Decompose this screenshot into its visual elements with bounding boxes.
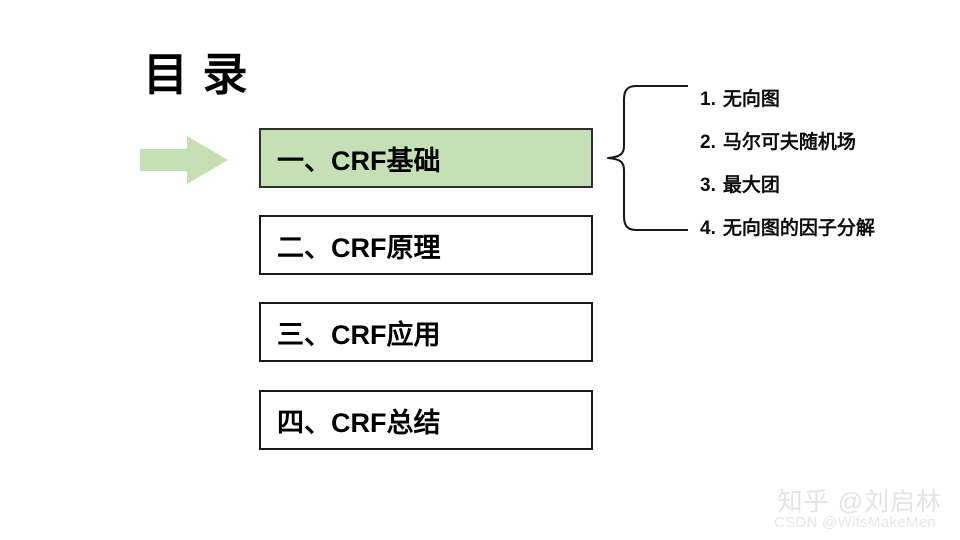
agenda-item-label: 二、CRF原理 xyxy=(277,232,441,263)
agenda-item-label: 四、CRF总结 xyxy=(277,407,441,438)
list-item-number: 1. xyxy=(700,89,716,110)
right-arrow-icon xyxy=(140,136,228,184)
list-item-label: 马尔可夫随机场 xyxy=(722,132,856,153)
list-item-label: 无向图的因子分解 xyxy=(722,218,875,239)
agenda-item-label: 三、CRF应用 xyxy=(277,319,441,350)
agenda-item-crf-principles[interactable]: 二、CRF原理 xyxy=(259,215,593,275)
list-item-number: 3. xyxy=(700,175,716,196)
list-item-number: 2. xyxy=(700,132,716,153)
curly-brace-icon xyxy=(606,84,690,232)
list-item[interactable]: 3. 最大团 xyxy=(700,164,950,207)
agenda-item-crf-basics[interactable]: 一、CRF基础 xyxy=(259,128,593,188)
page-title: 目 录 xyxy=(143,49,249,100)
list-item[interactable]: 4. 无向图的因子分解 xyxy=(700,207,950,250)
agenda-item-crf-applications[interactable]: 三、CRF应用 xyxy=(259,302,593,362)
list-item[interactable]: 1. 无向图 xyxy=(700,78,950,121)
agenda-item-crf-summary[interactable]: 四、CRF总结 xyxy=(259,390,593,450)
watermark-zhihu: 知乎 @刘启林 xyxy=(777,488,942,516)
list-item-label: 最大团 xyxy=(722,175,780,196)
agenda-item-label: 一、CRF基础 xyxy=(277,145,441,176)
list-item-number: 4. xyxy=(700,218,716,239)
list-item[interactable]: 2. 马尔可夫随机场 xyxy=(700,121,950,164)
list-item-label: 无向图 xyxy=(722,89,780,110)
watermark-csdn: CSDN @WitsMakeMen xyxy=(773,514,936,531)
sub-topic-list: 1. 无向图 2. 马尔可夫随机场 3. 最大团 4. 无向图的因子分解 xyxy=(700,78,950,250)
